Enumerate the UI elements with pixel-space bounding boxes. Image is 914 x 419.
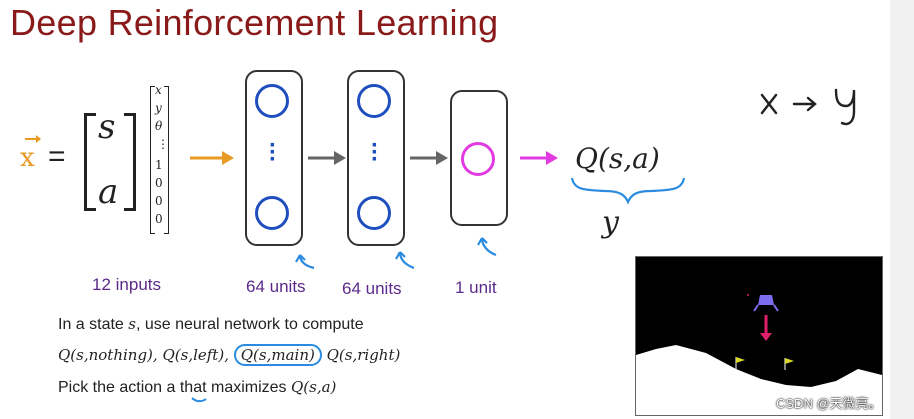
arrow-layer1-to-layer2 <box>308 151 346 165</box>
lunar-lander-scene <box>636 257 882 415</box>
output-neuron <box>461 142 495 176</box>
hidden-layer-2: ··· <box>347 70 405 246</box>
watermark: CSDN @天微亮。 <box>776 393 882 412</box>
lander-body <box>758 295 774 305</box>
pointer-layer1 <box>296 255 314 268</box>
output-layer <box>450 90 508 226</box>
neuron-top <box>357 84 391 118</box>
layer-label-inputs: 12 inputs <box>92 275 161 295</box>
pointer-layer3 <box>478 238 496 255</box>
text-line-2: Q(s,nothing), Q(s,left), Q(s,main) Q(s,r… <box>58 346 400 364</box>
layer-label-hidden-2: 64 units <box>342 279 402 299</box>
target-y: y <box>602 205 619 240</box>
layer-label-hidden-1: 64 units <box>246 277 306 297</box>
flag-left <box>736 357 745 363</box>
arrow-layer3-to-output <box>520 151 558 165</box>
ellipsis-icon: ··· <box>269 142 277 163</box>
neuron-top <box>255 84 289 118</box>
brace-under-q <box>572 178 684 202</box>
hidden-layer-1: ··· <box>245 70 303 246</box>
flag-right <box>785 358 794 364</box>
output-q-value: Q(s,a) <box>575 142 660 175</box>
particle <box>747 294 749 296</box>
lander-leg-right <box>774 305 778 311</box>
text-line-1: In a state s, use neural network to comp… <box>58 315 364 334</box>
layer-label-output: 1 unit <box>455 278 497 298</box>
underline-a <box>192 398 206 401</box>
ellipsis-icon: ··· <box>371 142 379 163</box>
lander-leg-left <box>754 305 758 311</box>
neuron-bottom <box>357 196 391 230</box>
arrow-layer2-to-layer3 <box>410 151 448 165</box>
lunar-lander-screenshot <box>635 256 883 416</box>
thrust-arrow-head <box>760 333 772 341</box>
pointer-layer2 <box>396 252 414 268</box>
neuron-bottom <box>255 196 289 230</box>
handwritten-mapping <box>762 90 854 124</box>
arrow-input-to-layer1 <box>190 151 234 165</box>
text-line-3: Pick the action a that maximizes Q(s,a) <box>58 378 336 397</box>
highlighted-q-main: Q(s,main) <box>234 344 322 366</box>
